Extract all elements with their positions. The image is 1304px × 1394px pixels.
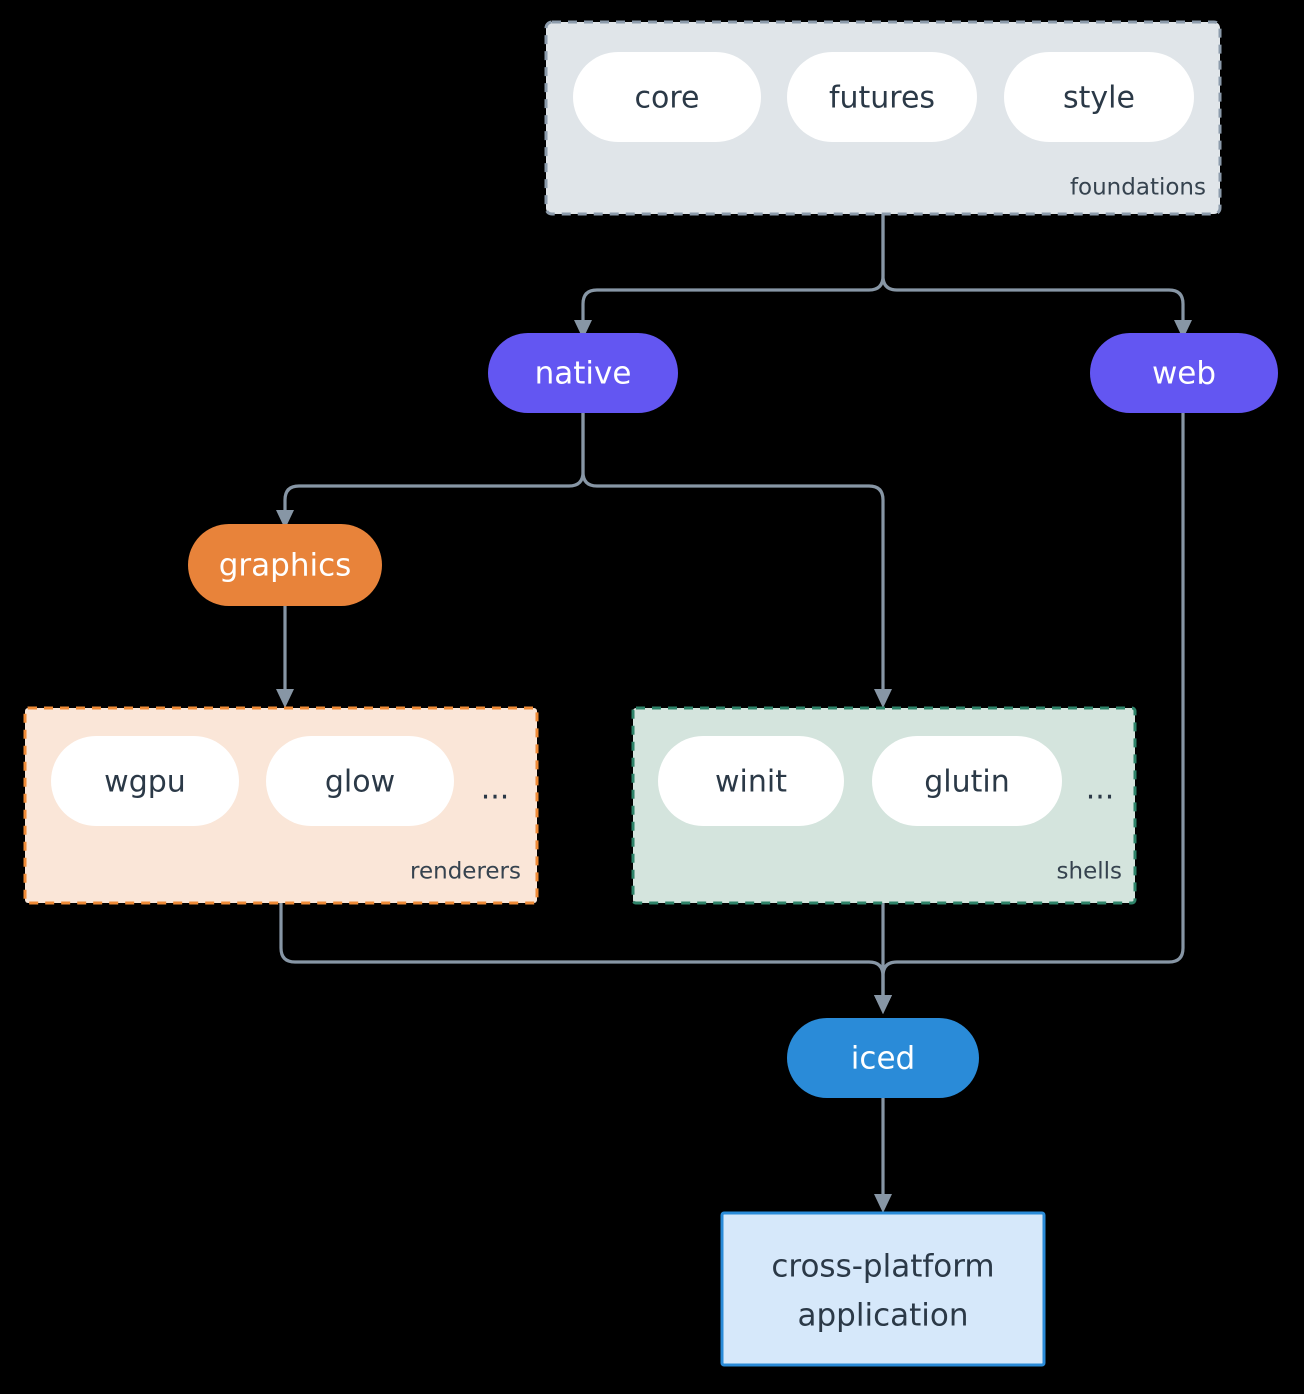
edge-foundations-native — [574, 212, 885, 339]
leaf-pill-winit[interactable] — [658, 736, 844, 826]
node-application-line1: cross-platform — [771, 1249, 994, 1285]
leaf-pill-glutin[interactable] — [872, 736, 1062, 826]
leaf-label-futures: futures — [829, 81, 935, 116]
leaf-label-style: style — [1063, 81, 1135, 116]
cluster-renderers[interactable]: wgpu glow ... renderers — [23, 706, 539, 905]
node-application-shape — [720, 1211, 1046, 1367]
edge-renderers-iced — [279, 901, 892, 1014]
leaf-label-renderers-more: ... — [481, 772, 510, 807]
node-graphics[interactable]: graphics — [188, 524, 382, 606]
leaf-label-wgpu: wgpu — [104, 765, 186, 800]
cluster-shells[interactable]: winit glutin ... shells — [631, 706, 1137, 905]
edge-iced-application — [874, 1096, 892, 1213]
edge-graphics-renderers — [276, 604, 294, 708]
leaf-pill-futures[interactable] — [787, 52, 977, 142]
cluster-caption-shells: shells — [1057, 859, 1122, 885]
cluster-caption-foundations: foundations — [1070, 175, 1206, 201]
edge-layer — [276, 212, 1192, 1213]
leaf-pill-style[interactable] — [1004, 52, 1194, 142]
leaf-label-winit: winit — [715, 765, 787, 800]
edge-native-graphics — [276, 410, 585, 529]
leaf-label-shells-more: ... — [1086, 772, 1115, 807]
node-iced-shape — [787, 1018, 979, 1098]
leaf-pill-wgpu[interactable] — [51, 736, 239, 826]
leaf-label-glutin: glutin — [924, 765, 1010, 800]
edge-foundations-web — [881, 212, 1192, 339]
node-application-line2: application — [798, 1298, 969, 1334]
node-graphics-label: graphics — [219, 548, 352, 584]
cluster-foundations[interactable]: core futures style foundations — [544, 20, 1222, 216]
node-native-label: native — [535, 356, 632, 392]
edge-web-iced — [874, 410, 1185, 1014]
node-iced[interactable]: iced — [787, 1018, 979, 1098]
leaf-pill-core[interactable] — [573, 52, 761, 142]
cluster-caption-renderers: renderers — [410, 859, 521, 885]
leaf-label-glow: glow — [325, 765, 395, 800]
node-web[interactable]: web — [1090, 333, 1278, 413]
node-native[interactable]: native — [488, 333, 678, 413]
node-graphics-shape — [188, 524, 382, 606]
node-native-shape — [488, 333, 678, 413]
node-web-label: web — [1152, 356, 1216, 392]
leaf-pill-glow[interactable] — [266, 736, 454, 826]
node-application[interactable]: cross-platform application — [720, 1211, 1046, 1367]
node-web-shape — [1090, 333, 1278, 413]
edge-native-shells — [581, 410, 892, 708]
node-iced-label: iced — [851, 1041, 915, 1077]
leaf-label-core: core — [635, 81, 700, 116]
